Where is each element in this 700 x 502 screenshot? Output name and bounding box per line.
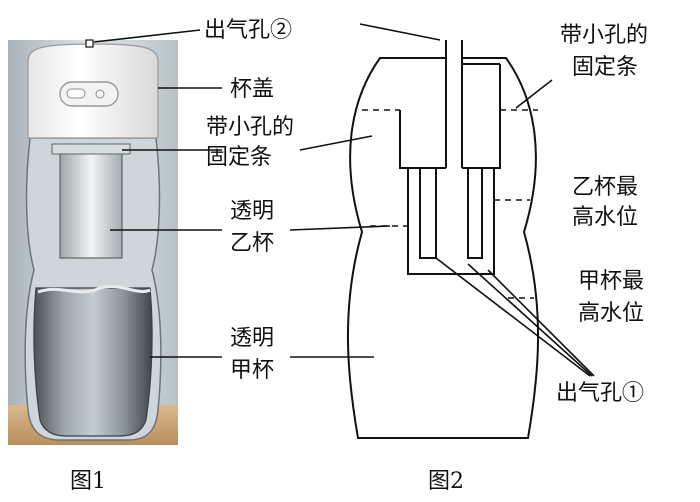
caption-figure1: 图1 — [70, 469, 106, 494]
lid-button-slot — [66, 88, 86, 99]
label-lid: 杯盖 — [230, 77, 274, 102]
label-cup-a-line1: 透明 — [230, 326, 274, 351]
label-strip-fig2-line1: 带小孔的 — [560, 23, 648, 48]
figure1-photo — [8, 39, 178, 445]
label-a-level-line2: 高水位 — [578, 301, 644, 326]
leader-strip-fig2-right — [515, 79, 553, 109]
label-outlet1: 出气孔① — [556, 381, 644, 406]
leader-strip-fig2-left — [299, 135, 373, 151]
outer-cup-outline — [346, 57, 540, 439]
label-b-level-line1: 乙杯最 — [572, 175, 638, 200]
lid-right-step — [462, 64, 501, 169]
inner-cup-rim — [51, 143, 131, 155]
leader-outlet1-c — [487, 269, 595, 377]
inner-cup-b — [407, 168, 495, 275]
label-a-level-line1: 甲杯最 — [578, 269, 644, 294]
label-b-level-line2: 高水位 — [572, 205, 638, 230]
inner-tube-left — [419, 168, 437, 259]
label-strip-fig1-line2: 固定条 — [206, 145, 272, 170]
lid-button-dot — [95, 89, 105, 99]
leader-outlet2 — [93, 29, 201, 43]
caption-figure2: 图2 — [428, 469, 464, 494]
label-cup-b-line2: 乙杯 — [230, 231, 274, 256]
lid-button — [59, 81, 119, 107]
leader-outlet1-a — [435, 257, 591, 377]
figure2-schematic — [346, 40, 540, 439]
label-cup-a-line2: 甲杯 — [230, 358, 274, 383]
water-surface — [37, 285, 151, 294]
leader-cup-b-fig2 — [289, 225, 391, 231]
inner-cup — [59, 147, 123, 259]
leader-outlet2-fig2 — [359, 23, 441, 41]
leader-outlet1-b — [467, 263, 593, 377]
outlet2-marker — [85, 39, 94, 48]
label-cup-b-line1: 透明 — [230, 199, 274, 224]
label-outlet2: 出气孔② — [204, 18, 292, 43]
label-strip-fig2-line2: 固定条 — [572, 55, 638, 80]
inner-tube-right — [467, 168, 483, 259]
label-strip-fig1-line1: 带小孔的 — [206, 115, 294, 140]
lid-left-step — [399, 110, 446, 169]
water-cup — [33, 287, 153, 437]
